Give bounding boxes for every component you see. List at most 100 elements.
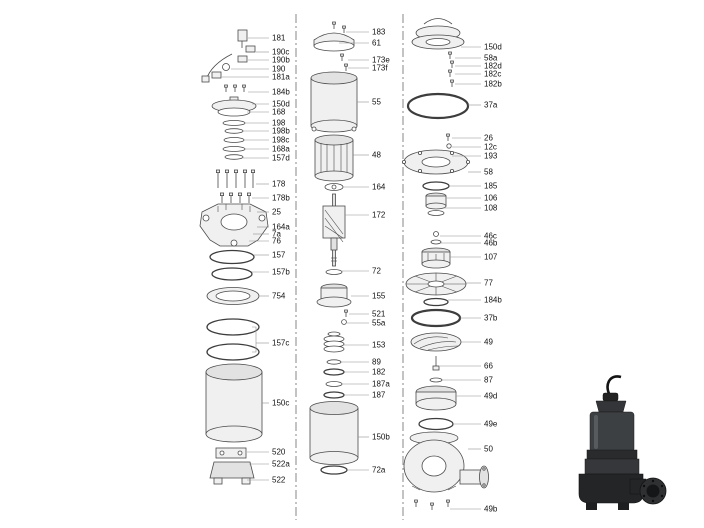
- part-153-spring-seal: [323, 331, 345, 353]
- part-label: 754: [272, 292, 286, 301]
- part-label: 66: [484, 362, 493, 371]
- part-label: 49: [484, 338, 493, 347]
- part-172-rotor-shaft: [322, 193, 346, 267]
- part-106-cup: [425, 192, 447, 210]
- part-label: 190b: [272, 56, 290, 65]
- part-108-washer: [427, 210, 445, 216]
- part-label: 185: [484, 182, 498, 191]
- part-48-stator-core: [314, 134, 354, 182]
- part-label: 172: [372, 211, 386, 220]
- part-label: 173f: [372, 64, 388, 73]
- part-label: 198b: [272, 127, 290, 136]
- part-183-61-top-cap: [313, 21, 355, 52]
- part-label: 182: [372, 368, 386, 377]
- part-label: 182d: [484, 62, 502, 71]
- part-labels-right: 150d58a182d182c182b37a2612c1935818510610…: [440, 43, 502, 514]
- part-label: 164a: [272, 223, 290, 232]
- part-label: 150c: [272, 399, 289, 408]
- part-72-washer: [325, 269, 343, 275]
- part-label: 157b: [272, 268, 290, 277]
- part-label: 157: [272, 251, 286, 260]
- part-label: 72: [372, 267, 381, 276]
- part-label: 150d: [272, 100, 290, 109]
- cable-gland: [602, 392, 619, 402]
- part-46-fasteners: [430, 231, 442, 245]
- part-label: 7a: [272, 230, 281, 239]
- part-58-bearing-plate: [401, 149, 470, 175]
- part-157c-orings: [206, 318, 260, 361]
- pump-product-photo: [578, 375, 667, 510]
- part-66-impeller-bolt: [432, 356, 440, 371]
- part-label: 173e: [372, 56, 390, 65]
- part-184b-ring: [423, 297, 449, 307]
- part-label: 522a: [272, 460, 290, 469]
- part-label: 72a: [372, 466, 386, 475]
- part-label: 150b: [372, 433, 390, 442]
- part-label: 87: [484, 376, 493, 385]
- part-37b-oring: [410, 308, 462, 328]
- part-label: 37a: [484, 101, 498, 110]
- part-base-stand: [209, 447, 255, 485]
- part-label: 89: [372, 358, 381, 367]
- part-label: 157c: [272, 339, 289, 348]
- motor-housing-highlight: [594, 415, 598, 449]
- part-181-connector: [237, 29, 248, 48]
- part-label: 178b: [272, 194, 290, 203]
- part-label: 76: [272, 237, 281, 246]
- part-label: 522: [272, 476, 286, 485]
- part-label: 46b: [484, 239, 498, 248]
- exploded-parts-middle: [309, 21, 359, 475]
- part-150b-oil-chamber: [309, 401, 359, 465]
- part-label: 153: [372, 341, 386, 350]
- part-150d-cap-handle: [411, 18, 465, 50]
- part-label: 168a: [272, 145, 290, 154]
- part-label: 187: [372, 391, 386, 400]
- part-label: 37b: [484, 314, 498, 323]
- part-49-impeller: [410, 332, 462, 352]
- part-label: 25: [272, 208, 281, 217]
- part-49d-wear-plate: [415, 385, 457, 411]
- part-label: 49d: [484, 392, 497, 401]
- part-label: 58: [484, 168, 493, 177]
- part-187-oring: [323, 391, 345, 399]
- part-label: 164: [372, 183, 386, 192]
- pump-foot: [618, 503, 629, 510]
- part-label: 55a: [372, 319, 386, 328]
- part-178b-bolts: [219, 192, 252, 204]
- part-label: 190c: [272, 48, 289, 57]
- part-label: 107: [484, 253, 498, 262]
- part-label: 198: [272, 119, 286, 128]
- seal-chamber: [584, 458, 640, 475]
- part-label: 12c: [484, 143, 497, 152]
- part-label: 46c: [484, 232, 497, 241]
- column-separators: [295, 14, 404, 520]
- part-labels-left: 181190c190b190181a184b150d168198198b198c…: [222, 34, 290, 485]
- part-label: 520: [272, 448, 286, 457]
- part-label: 106: [484, 194, 498, 203]
- part-label: 26: [484, 134, 493, 143]
- part-label: 187a: [372, 380, 390, 389]
- part-87-washer: [429, 377, 443, 383]
- exploded-parts-left: [199, 29, 269, 485]
- part-50-volute: [403, 431, 489, 493]
- part-label: 193: [484, 152, 498, 161]
- part-label: 178: [272, 180, 286, 189]
- part-label: 183: [372, 28, 386, 37]
- part-label: 168: [272, 108, 286, 117]
- part-label: 58a: [484, 54, 498, 63]
- part-150d-168-cap: [211, 96, 257, 117]
- part-label: 55: [372, 98, 381, 107]
- part-107-seal-sleeve: [421, 247, 451, 269]
- part-label: 49e: [484, 420, 498, 429]
- part-label: 181a: [272, 73, 290, 82]
- part-37a-oring: [406, 92, 470, 120]
- part-184b-screws: [224, 84, 246, 93]
- part-754-ring: [206, 287, 260, 305]
- part-label: 190: [272, 65, 286, 74]
- part-label: 157d: [272, 154, 290, 163]
- part-top-screws: [448, 51, 454, 88]
- part-label: 181: [272, 34, 286, 43]
- part-label: 150d: [484, 43, 502, 52]
